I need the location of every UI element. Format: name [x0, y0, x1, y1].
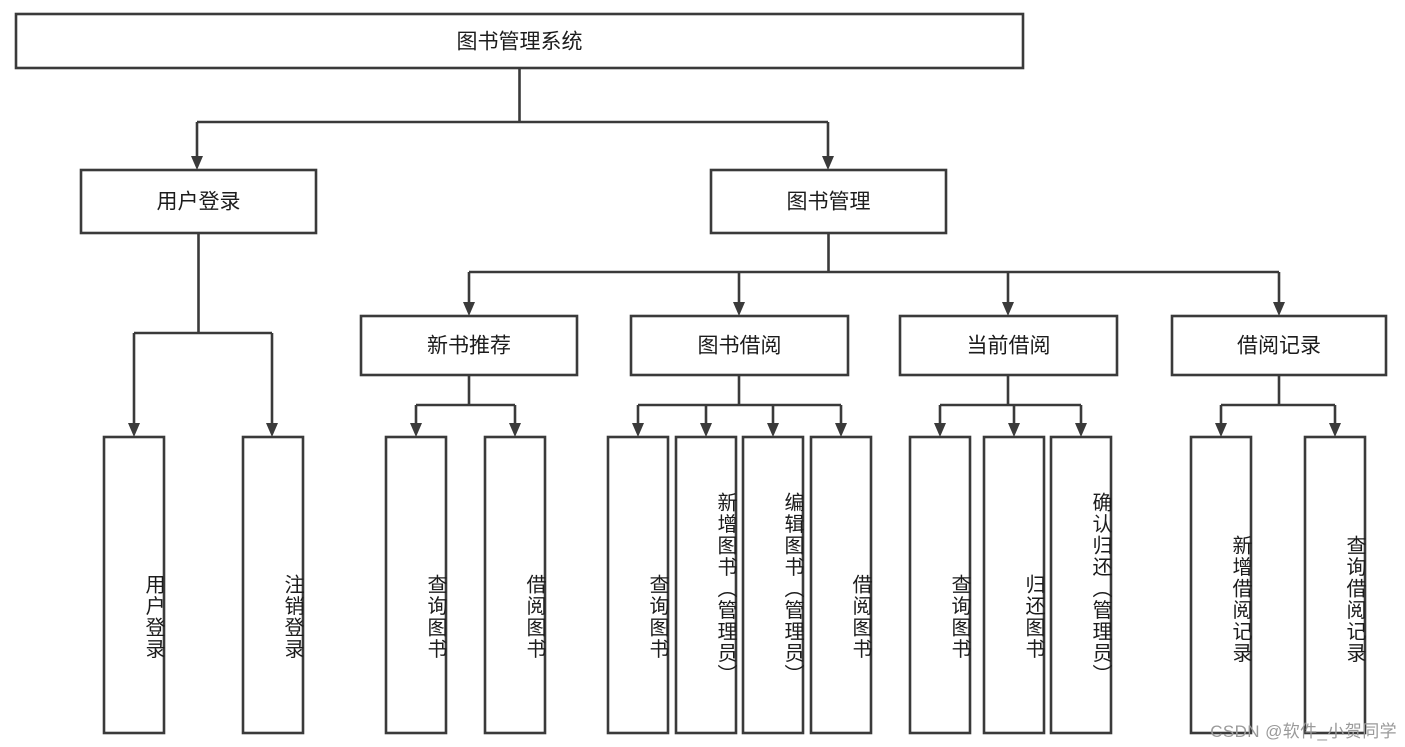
node-borrow-record-label: 借阅记录 [1237, 335, 1321, 358]
leaf-logout-box[interactable] [241, 435, 305, 735]
node-current-borrow-label: 当前借阅 [967, 335, 1051, 358]
leaf-borrow-book-2-box[interactable] [809, 435, 873, 735]
node-current-borrow-box[interactable] [898, 314, 1119, 377]
node-book-management-box[interactable] [709, 168, 948, 235]
leaf-confirm-return-box[interactable] [1049, 435, 1113, 735]
leaf-query-record-box[interactable] [1303, 435, 1367, 735]
connector-borrowrecord-to-leaves [1215, 375, 1341, 437]
connector-currentborrow-to-leaves [934, 375, 1087, 437]
connector-bookborrow-to-leaves [632, 375, 847, 437]
connector-newbook-to-leaves [410, 375, 521, 437]
node-root-box[interactable] [14, 12, 1025, 70]
node-new-book-recommend-box[interactable] [359, 314, 579, 377]
csdn-watermark: CSDN @软件_小贺同学 [1210, 722, 1397, 741]
leaf-add-record-box[interactable] [1189, 435, 1253, 735]
leaf-add-book-box[interactable] [674, 435, 738, 735]
node-borrow-record-box[interactable] [1170, 314, 1388, 377]
leaf-query-book-1-box[interactable] [384, 435, 448, 735]
node-user-login-label: 用户登录 [157, 191, 241, 214]
node-user-login-box[interactable] [79, 168, 318, 235]
leaf-query-book-2-box[interactable] [606, 435, 670, 735]
connector-userlogin-to-leaves [128, 233, 278, 437]
node-book-management-label: 图书管理 [787, 191, 871, 214]
leaf-return-book-box[interactable] [982, 435, 1046, 735]
connector-root-to-level2 [191, 68, 834, 170]
node-new-book-recommend-label: 新书推荐 [427, 335, 511, 358]
node-root-label: 图书管理系统 [457, 31, 583, 54]
leaf-query-book-3-box[interactable] [908, 435, 972, 735]
connector-bookmgmt-to-level3 [463, 233, 1285, 316]
leaf-edit-book-box[interactable] [741, 435, 805, 735]
leaf-borrow-book-1-box[interactable] [483, 435, 547, 735]
leaf-user-login-box[interactable] [102, 435, 166, 735]
node-book-borrow-label: 图书借阅 [698, 335, 782, 358]
node-book-borrow-box[interactable] [629, 314, 850, 377]
